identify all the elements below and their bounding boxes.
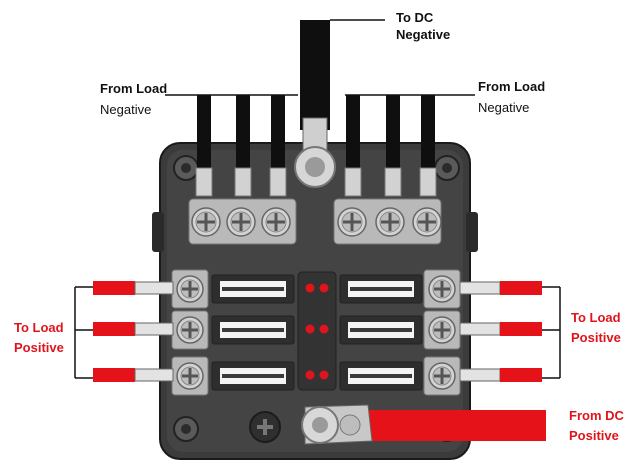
positive-load-wire-left	[93, 322, 174, 336]
positive-terminal-screw	[176, 362, 204, 390]
positive-load-wire-left	[93, 281, 174, 295]
negative-load-wire	[195, 95, 213, 197]
label-to-dc-negative: To DC Negative	[396, 9, 450, 43]
label-to-load-positive-left: To Load Positive	[14, 318, 64, 358]
label-from-dc-positive: From DC Positive	[569, 406, 624, 446]
positive-bracket-right	[542, 286, 561, 379]
label-from-load-negative-left-line2: Negative	[100, 102, 152, 117]
dc-negative-cable	[294, 20, 336, 188]
label-from-load-negative-left: From Load Negative	[100, 80, 167, 118]
blade-fuse	[339, 315, 423, 345]
negative-load-wire	[234, 95, 252, 197]
negative-load-wire	[419, 95, 437, 197]
label-to-dc-negative-line2: Negative	[396, 27, 451, 42]
fuse-row-right	[339, 356, 461, 396]
label-to-load-positive-right-line2: Positive	[571, 330, 621, 345]
positive-load-wire-right	[459, 368, 542, 382]
negative-load-wire	[269, 95, 287, 197]
leader-lines	[165, 19, 475, 96]
blade-fuse	[211, 361, 295, 391]
fuse-row-left	[171, 310, 295, 350]
label-to-load-positive-left-line1: To Load	[14, 320, 64, 335]
label-from-load-negative-right-line2: Negative	[478, 100, 530, 115]
positive-terminal-screw	[176, 275, 204, 303]
blade-fuse	[339, 361, 423, 391]
negative-stud	[226, 207, 256, 237]
label-from-load-negative-right-line1: From Load	[478, 79, 546, 94]
blade-fuse	[211, 274, 295, 304]
negative-stud	[412, 207, 442, 237]
dc-positive-input	[301, 404, 546, 445]
indicator-panel	[297, 271, 337, 391]
indicator-led	[305, 370, 315, 380]
positive-load-wire-right	[459, 281, 542, 295]
label-from-load-negative-left-line1: From Load	[100, 81, 168, 96]
indicator-led	[319, 324, 329, 334]
blade-fuse	[339, 274, 423, 304]
fuse-row-right	[339, 310, 461, 350]
indicator-led	[319, 283, 329, 293]
negative-stud	[375, 207, 405, 237]
negative-stud	[191, 207, 221, 237]
positive-load-wire-right	[459, 322, 542, 336]
label-to-dc-negative-line1: To DC	[396, 10, 434, 25]
fuse-row-right	[339, 269, 461, 309]
label-from-dc-positive-line2: Positive	[569, 428, 619, 443]
negative-load-wire	[344, 95, 362, 197]
indicator-led	[305, 283, 315, 293]
label-to-load-positive-right: To Load Positive	[571, 308, 621, 348]
positive-load-wire-left	[93, 368, 174, 382]
positive-bracket-left	[74, 286, 93, 379]
fuse-row-left	[171, 356, 295, 396]
positive-terminal-screw	[428, 316, 456, 344]
indicator-led	[319, 370, 329, 380]
positive-terminal-screw	[428, 362, 456, 390]
indicator-led	[305, 324, 315, 334]
label-from-load-negative-right: From Load Negative	[478, 78, 545, 116]
label-to-load-positive-right-line1: To Load	[571, 310, 621, 325]
label-from-dc-positive-line1: From DC	[569, 408, 624, 423]
blade-fuse	[211, 315, 295, 345]
negative-load-wire	[384, 95, 402, 197]
negative-stud	[337, 207, 367, 237]
positive-terminal-screw	[176, 316, 204, 344]
fuse-row-left	[171, 269, 295, 309]
ground-screw	[249, 411, 281, 443]
negative-stud	[261, 207, 291, 237]
label-to-load-positive-left-line2: Positive	[14, 340, 64, 355]
positive-terminal-screw	[428, 275, 456, 303]
